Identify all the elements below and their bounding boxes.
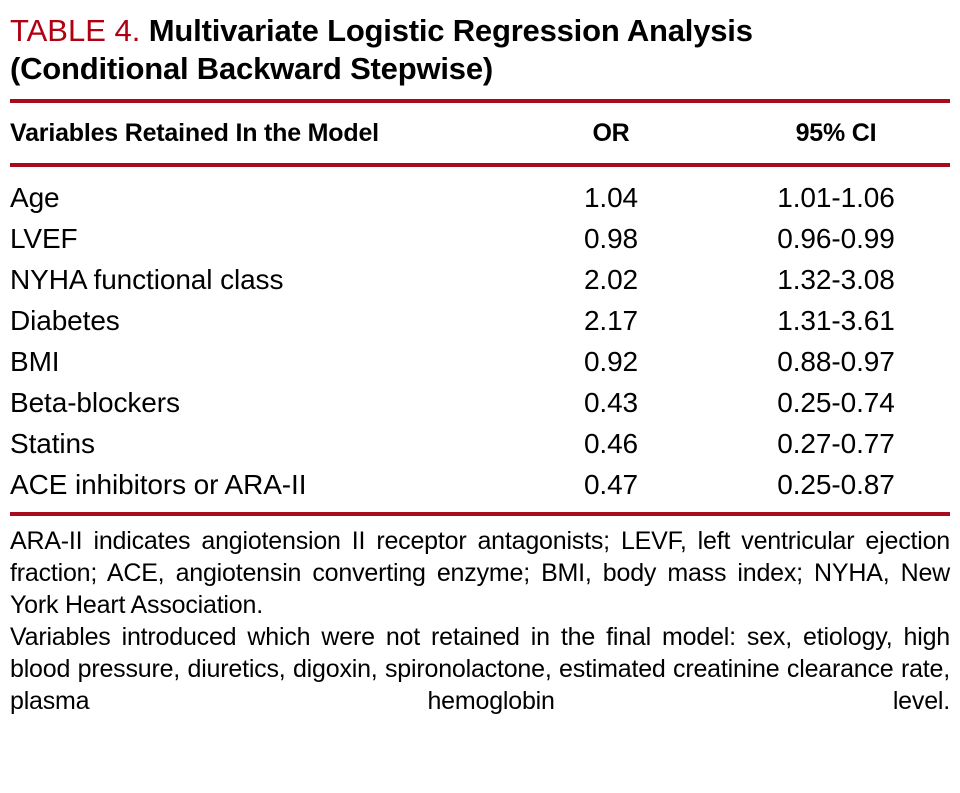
cell-or: 0.47 <box>583 469 639 500</box>
table-row: Beta-blockers 0.43 0.25-0.74 <box>10 383 950 424</box>
results-table: Variables Retained In the Model OR 95% C… <box>10 103 950 163</box>
header-row: Variables Retained In the Model OR 95% C… <box>10 103 950 163</box>
column-header-variables: Variables Retained In the Model <box>10 119 379 147</box>
table-row: Age 1.04 1.01-1.06 <box>10 167 950 219</box>
table-row: Statins 0.46 0.27-0.77 <box>10 424 950 465</box>
table-row: ACE inhibitors or ARA-II 0.47 0.25-0.87 <box>10 465 950 512</box>
cell-ci: 1.01-1.06 <box>777 182 895 213</box>
table-number-label: TABLE 4. <box>10 13 141 48</box>
table-row: Diabetes 2.17 1.31-3.61 <box>10 301 950 342</box>
cell-or: 0.92 <box>583 346 639 377</box>
footnote-excluded-variables: Variables introduced which were not reta… <box>10 623 950 715</box>
cell-ci: 0.27-0.77 <box>777 428 895 459</box>
rule-below-header <box>10 163 950 167</box>
cell-ci: 0.25-0.74 <box>777 387 895 418</box>
page-title: TABLE 4. Multivariate Logistic Regressio… <box>10 12 936 88</box>
cell-variable: Statins <box>10 428 95 459</box>
cell-ci: 0.25-0.87 <box>777 469 895 500</box>
cell-or: 2.17 <box>583 305 639 336</box>
cell-or: 0.43 <box>583 387 639 418</box>
cell-variable: NYHA functional class <box>10 264 284 295</box>
cell-or: 0.98 <box>583 223 639 254</box>
cell-variable: Diabetes <box>10 305 120 336</box>
table-header: Variables Retained In the Model OR 95% C… <box>10 103 950 163</box>
rule-above-header <box>10 99 950 103</box>
table-title-block: TABLE 4. Multivariate Logistic Regressio… <box>10 0 950 88</box>
footnote-abbreviations: ARA-II indicates angiotension II recepto… <box>10 527 950 619</box>
results-table-body: Age 1.04 1.01-1.06 LVEF 0.98 0.96-0.99 N… <box>10 167 950 512</box>
cell-ci: 0.88-0.97 <box>777 346 895 377</box>
cell-ci: 0.96-0.99 <box>777 223 895 254</box>
rule-below-body <box>10 512 950 516</box>
table-row: NYHA functional class 2.02 1.32-3.08 <box>10 260 950 301</box>
cell-variable: LVEF <box>10 223 78 254</box>
cell-or: 1.04 <box>583 182 639 213</box>
column-header-or: OR <box>592 119 630 147</box>
table-footnotes: ARA-II indicates angiotension II recepto… <box>10 516 950 749</box>
table-row: BMI 0.92 0.88-0.97 <box>10 342 950 383</box>
cell-variable: BMI <box>10 346 60 377</box>
cell-variable: ACE inhibitors or ARA-II <box>10 469 307 500</box>
cell-or: 0.46 <box>583 428 639 459</box>
cell-or: 2.02 <box>583 264 639 295</box>
column-header-ci: 95% CI <box>795 119 877 147</box>
table-row: LVEF 0.98 0.96-0.99 <box>10 219 950 260</box>
table-body: Age 1.04 1.01-1.06 LVEF 0.98 0.96-0.99 N… <box>10 167 950 512</box>
table-title-text <box>140 13 148 48</box>
cell-variable: Beta-blockers <box>10 387 180 418</box>
cell-ci: 1.31-3.61 <box>777 305 895 336</box>
table-title-main: Multivariate Logistic Regression Analysi… <box>10 13 753 86</box>
cell-variable: Age <box>10 182 60 213</box>
cell-ci: 1.32-3.08 <box>777 264 895 295</box>
